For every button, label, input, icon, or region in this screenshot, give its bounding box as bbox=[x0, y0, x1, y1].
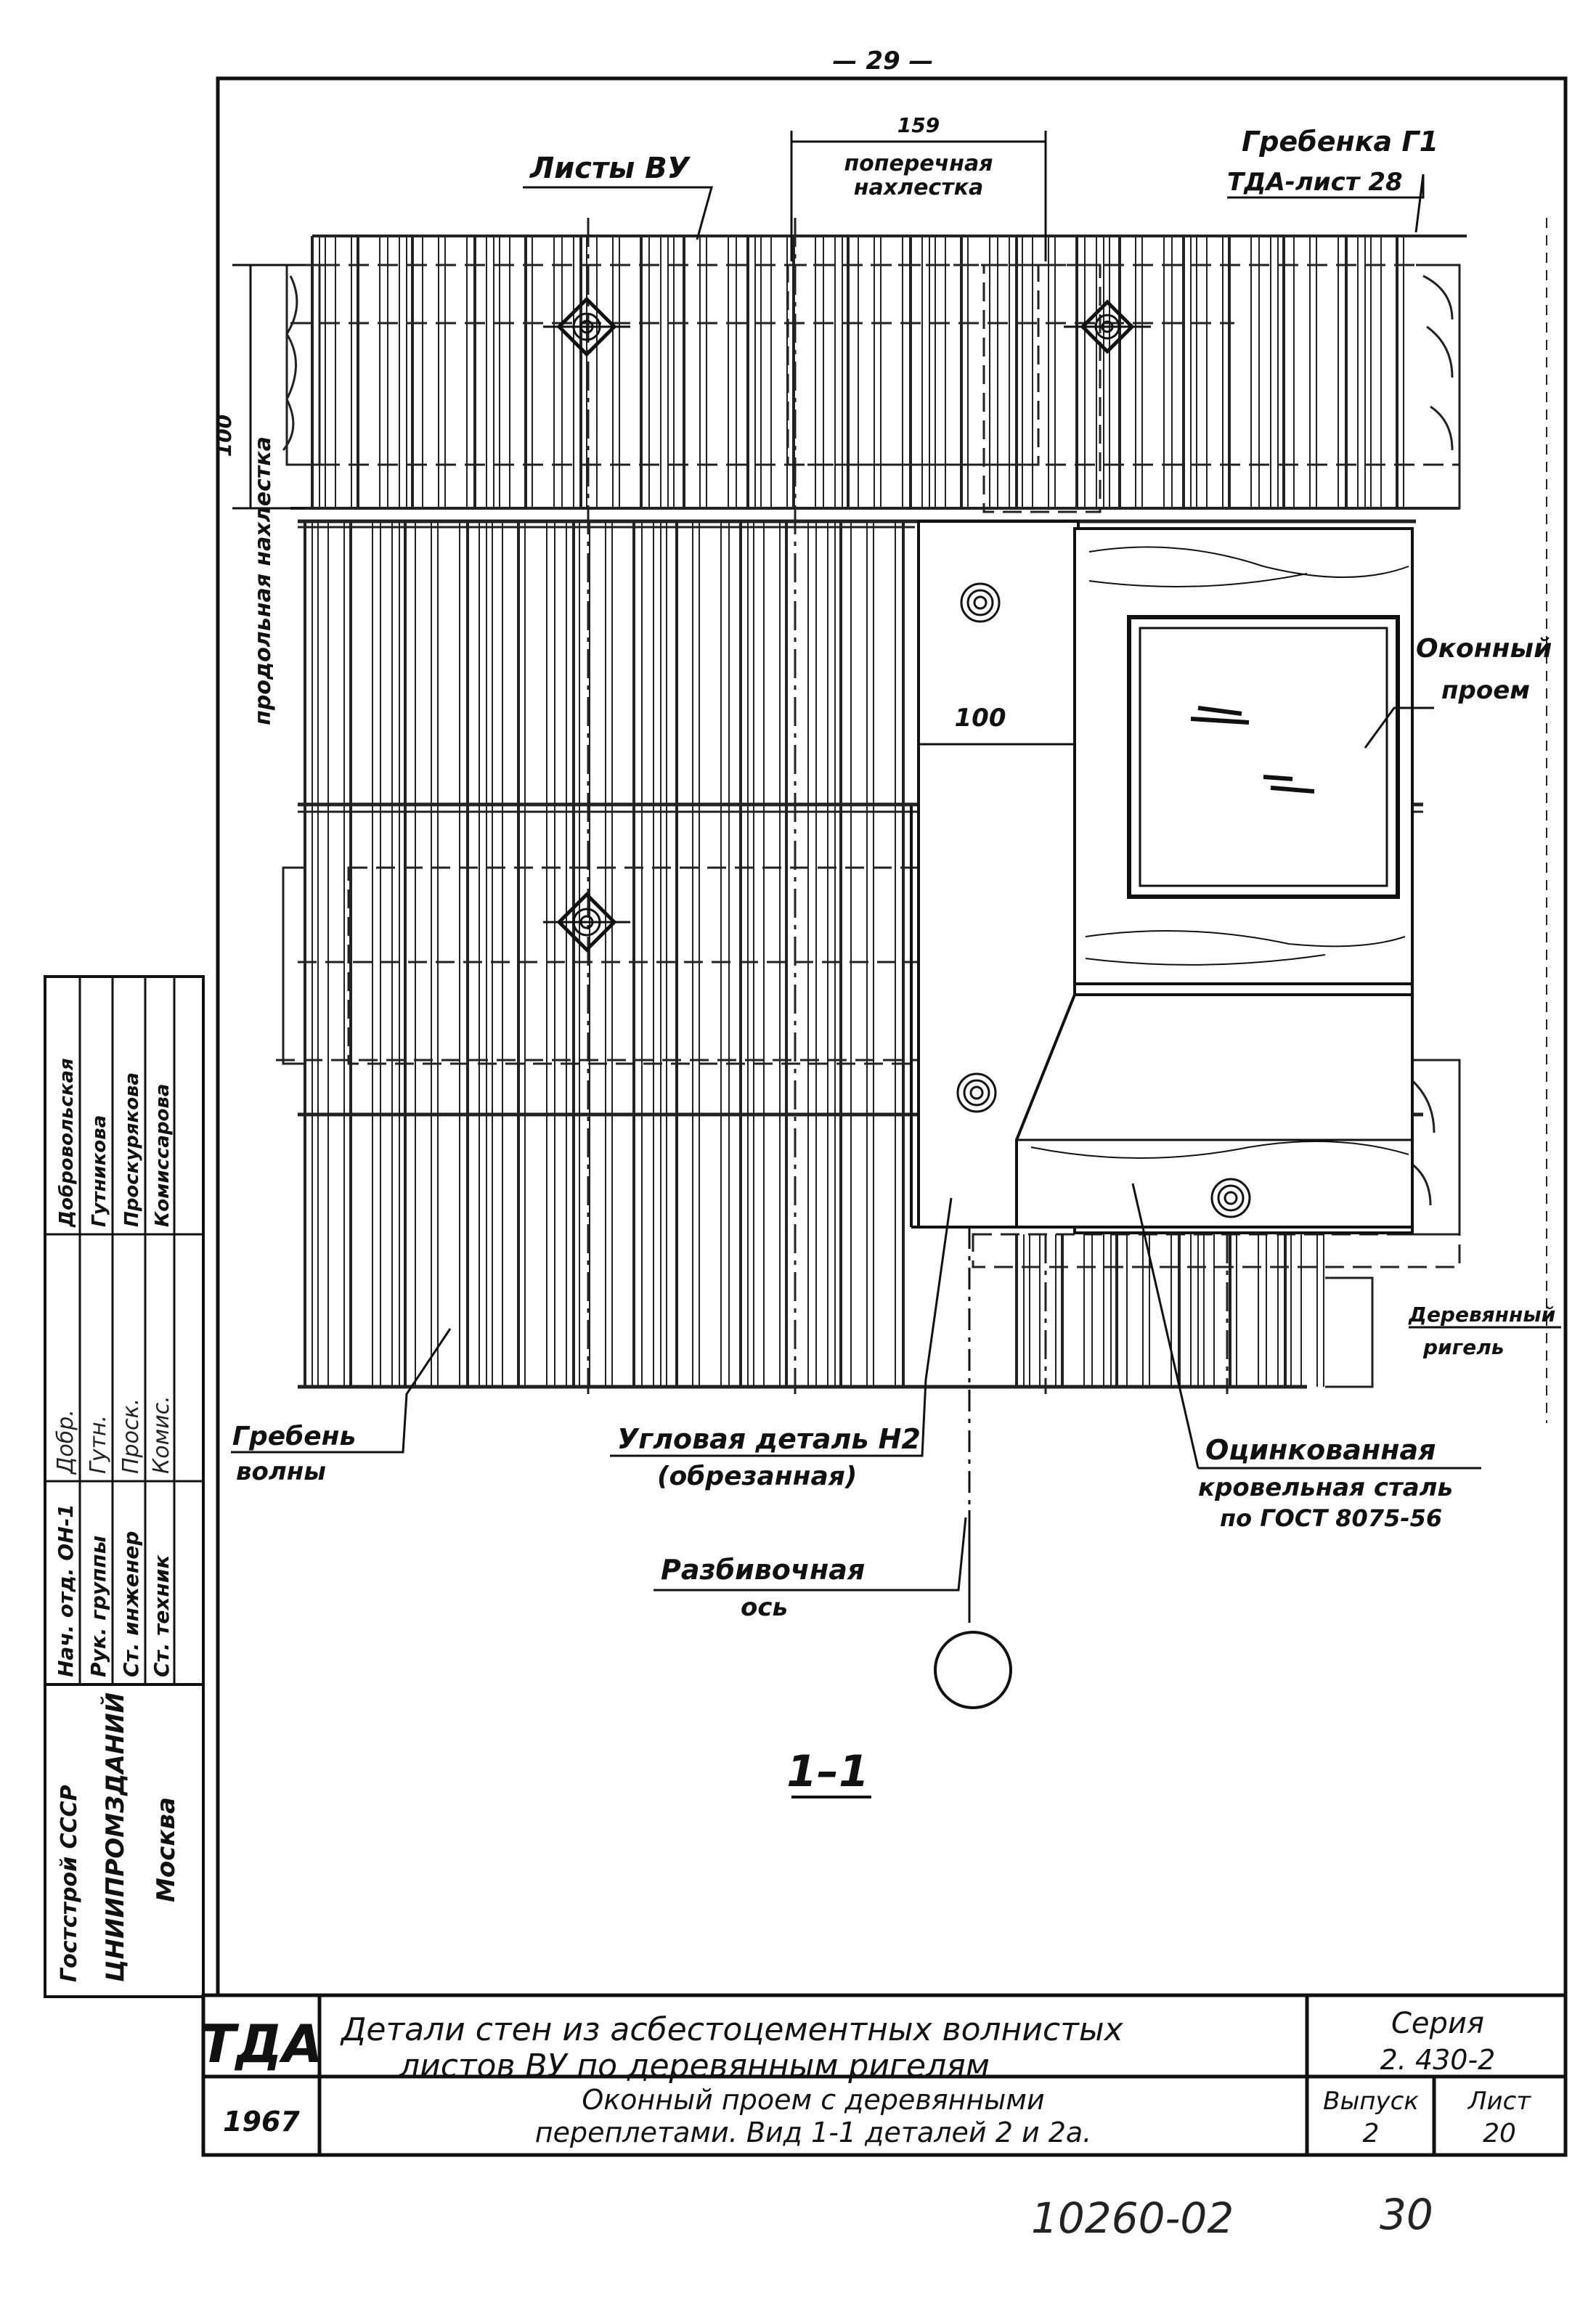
setting-out-axis bbox=[654, 1227, 1012, 1709]
steel-label-3: по ГОСТ 8075-56 bbox=[1220, 1504, 1442, 1532]
series-value: 2. 430-2 bbox=[1380, 2044, 1496, 2076]
stamp-signature-4: Комис. bbox=[149, 1396, 174, 1474]
fastener-bolts bbox=[543, 296, 1251, 1218]
stamp-org-1: Гостстрой СССР bbox=[57, 1785, 82, 1982]
window-leader bbox=[1364, 706, 1434, 749]
steel-label-2: кровельная сталь bbox=[1198, 1473, 1453, 1502]
stamp-name-4: Комиссарова bbox=[152, 1084, 174, 1227]
comb-leader bbox=[1227, 174, 1425, 233]
sheets-label: Листы ВУ bbox=[529, 152, 691, 185]
stamp-role-3: Ст. инженер bbox=[119, 1531, 143, 1677]
subtitle-line-1: Оконный проем с деревянными bbox=[582, 2084, 1044, 2116]
dimension-longitudinal-overlap bbox=[232, 264, 305, 510]
beam-label-2: ригель bbox=[1422, 1335, 1505, 1359]
subtitle-line-2: переплетами. Вид 1-1 деталей 2 и 2а. bbox=[535, 2116, 1092, 2148]
stamp-name-3: Проскурякова bbox=[121, 1072, 143, 1227]
footer-code: 10260-02 bbox=[1031, 2193, 1234, 2243]
side-stamp bbox=[44, 975, 205, 1998]
transverse-overlap-label-2: нахлестка bbox=[854, 175, 983, 200]
stamp-role-4: Ст. техник bbox=[150, 1555, 174, 1677]
stamp-signature-2: Гутн. bbox=[86, 1415, 111, 1474]
tda-logo: ТДА bbox=[200, 2013, 323, 2074]
dimension-transverse-overlap bbox=[790, 131, 1047, 261]
section-label: 1–1 bbox=[786, 1746, 869, 1797]
stamp-role-2: Рук. группы bbox=[86, 1536, 110, 1677]
title-line-2: листов ВУ по деревянным ригелям bbox=[399, 2048, 990, 2085]
stamp-name-2: Гутникова bbox=[89, 1115, 110, 1227]
sheets-leader bbox=[523, 186, 713, 240]
corrugated-sheets bbox=[276, 218, 1547, 1423]
ridge-label-1: Гребень bbox=[232, 1422, 356, 1451]
corner-leader bbox=[610, 1197, 953, 1457]
longitudinal-overlap-label: продольная нахлестка bbox=[251, 436, 276, 725]
stamp-org-3: Москва bbox=[152, 1797, 181, 1902]
corner-label-2: (обрезанная) bbox=[657, 1462, 857, 1491]
title-block bbox=[201, 1993, 1568, 2157]
sheet-label: Лист bbox=[1467, 2087, 1531, 2116]
transverse-overlap-label-1: поперечная bbox=[844, 151, 993, 176]
corner-label-1: Угловая деталь Н2 bbox=[617, 1423, 921, 1455]
series-label: Серия bbox=[1391, 2007, 1484, 2040]
sheet-value: 20 bbox=[1483, 2119, 1516, 2148]
longitudinal-dim-value: 100 bbox=[212, 415, 236, 457]
page-number: — 29 — bbox=[833, 46, 934, 76]
dim-100-label: 100 bbox=[955, 704, 1006, 733]
axis-circle bbox=[934, 1631, 1012, 1709]
ridge-label-2: волны bbox=[236, 1457, 326, 1486]
timber-ends bbox=[282, 264, 1461, 1388]
stamp-name-1: Добровольская bbox=[56, 1058, 78, 1228]
window-label-2: проем bbox=[1441, 676, 1530, 705]
stamp-signature-1: Добр. bbox=[53, 1409, 78, 1475]
issue-label: Выпуск bbox=[1323, 2087, 1419, 2116]
year: 1967 bbox=[223, 2106, 300, 2138]
transverse-dim-value: 159 bbox=[897, 113, 940, 137]
issue-value: 2 bbox=[1363, 2119, 1380, 2148]
axis-label-2: ось bbox=[741, 1593, 788, 1622]
stamp-signature-3: Проск. bbox=[118, 1398, 144, 1474]
steel-label-1: Оцинкованная bbox=[1205, 1434, 1436, 1466]
stamp-org-2: ЦНИИПРОМЗДАНИЙ bbox=[100, 1692, 130, 1982]
ridge-leader bbox=[231, 1328, 452, 1454]
window-label-1: Оконный bbox=[1416, 634, 1552, 664]
comb-label-1: Гребенка Г1 bbox=[1242, 126, 1438, 158]
comb-label-2: ТДА-лист 28 bbox=[1227, 168, 1403, 197]
beam-label-1: Деревянный bbox=[1408, 1303, 1555, 1327]
title-line-1: Детали стен из асбестоцементных волнисты… bbox=[340, 2011, 1124, 2048]
stamp-role-1: Нач. отд. ОН-1 bbox=[54, 1504, 78, 1677]
window-opening bbox=[910, 520, 1414, 1234]
axis-label-1: Разбивочная bbox=[661, 1554, 865, 1586]
steel-leader bbox=[1131, 1183, 1481, 1470]
footer-page: 30 bbox=[1380, 2190, 1433, 2239]
